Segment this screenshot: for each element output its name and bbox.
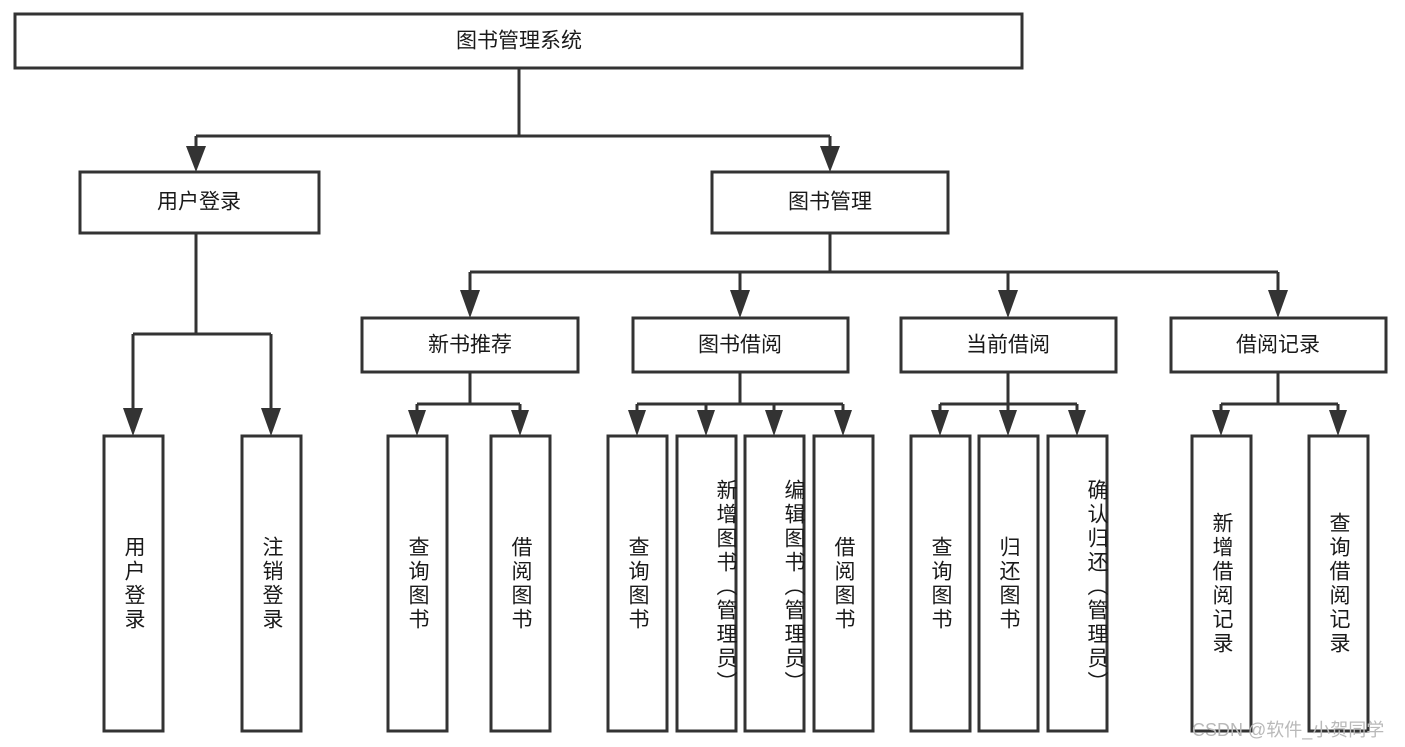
leaf-node[interactable] — [1190, 434, 1253, 733]
leaf-node[interactable] — [1046, 434, 1109, 733]
node-root-label: 图书管理系统 — [456, 30, 582, 53]
connector-newbook-to-leaves — [408, 372, 529, 436]
leaf-node[interactable] — [743, 434, 806, 733]
leaf-node[interactable] — [606, 434, 669, 733]
node-user-login[interactable]: 用户登录 — [78, 170, 321, 235]
leaf-node[interactable] — [909, 434, 972, 733]
node-book-management[interactable]: 图书管理 — [710, 170, 950, 235]
node-borrow-records-label: 借阅记录 — [1236, 334, 1320, 357]
leaf-node[interactable] — [102, 434, 165, 733]
node-book-borrow[interactable]: 图书借阅 — [631, 316, 850, 374]
leaf-node[interactable] — [386, 434, 449, 733]
node-book-borrow-label: 图书借阅 — [698, 334, 782, 357]
node-borrow-records[interactable]: 借阅记录 — [1169, 316, 1388, 374]
leaf-node[interactable] — [240, 434, 303, 733]
node-current-borrow[interactable]: 当前借阅 — [899, 316, 1118, 374]
node-new-book-recommend-label: 新书推荐 — [428, 334, 512, 357]
leaf-node[interactable] — [675, 434, 738, 733]
node-current-borrow-label: 当前借阅 — [966, 334, 1050, 357]
node-book-management-label: 图书管理 — [788, 191, 872, 214]
leaf-node[interactable] — [977, 434, 1040, 733]
node-root[interactable]: 图书管理系统 — [13, 12, 1024, 70]
leaf-node[interactable] — [489, 434, 552, 733]
node-new-book-recommend[interactable]: 新书推荐 — [360, 316, 580, 374]
leaf-node[interactable] — [812, 434, 875, 733]
connector-current-to-leaves — [931, 372, 1086, 436]
connector-root-to-level2 — [186, 68, 840, 172]
connector-borrow-to-leaves — [628, 372, 852, 436]
node-user-login-label: 用户登录 — [157, 191, 241, 214]
connector-records-to-leaves — [1212, 372, 1347, 436]
connector-bookmgmt-to-level3 — [460, 233, 1288, 318]
connector-userlogin-to-leaves — [123, 233, 281, 436]
leaf-node[interactable] — [1307, 434, 1370, 733]
